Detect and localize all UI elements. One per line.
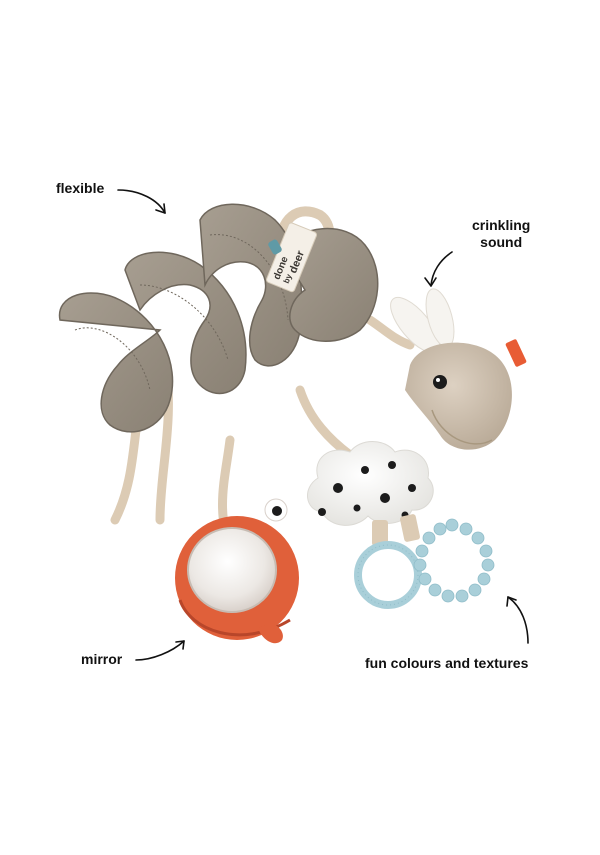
mirror-toy [175, 498, 299, 644]
mirror-surface [187, 527, 277, 613]
spiral-coils [58, 203, 379, 433]
blue-bead [268, 239, 282, 255]
bunny-eye [433, 375, 447, 389]
brand-tag: done by deer [266, 222, 318, 293]
teether-rings [354, 518, 495, 609]
teether-ring-beaded [413, 518, 495, 603]
arrow-flexible-icon [117, 189, 166, 214]
callout-flexible: flexible [56, 180, 105, 196]
arrow-fun-icon [506, 596, 529, 644]
callout-fun-colours: fun colours and textures [365, 655, 529, 671]
bunny-tag [505, 339, 527, 367]
spiral-coil-1 [58, 292, 174, 433]
bunny-toy [390, 288, 527, 450]
bunny-body [405, 342, 512, 450]
callout-crinkling-line1: crinkling [472, 217, 531, 233]
cloud-dots [318, 461, 416, 519]
callout-crinkling-line2: sound [480, 234, 523, 250]
cloud-toy [307, 441, 434, 546]
arrow-mirror-icon [135, 640, 185, 661]
callout-mirror: mirror [81, 651, 123, 667]
callout-crinkling-sound: crinkling sound [472, 217, 530, 251]
cloud-body [307, 441, 434, 526]
spiral-coil-2 [124, 251, 247, 395]
arrow-crinkling-icon [424, 251, 453, 287]
callout-arrows [117, 189, 529, 661]
brand-tag-line2: by [282, 272, 294, 285]
